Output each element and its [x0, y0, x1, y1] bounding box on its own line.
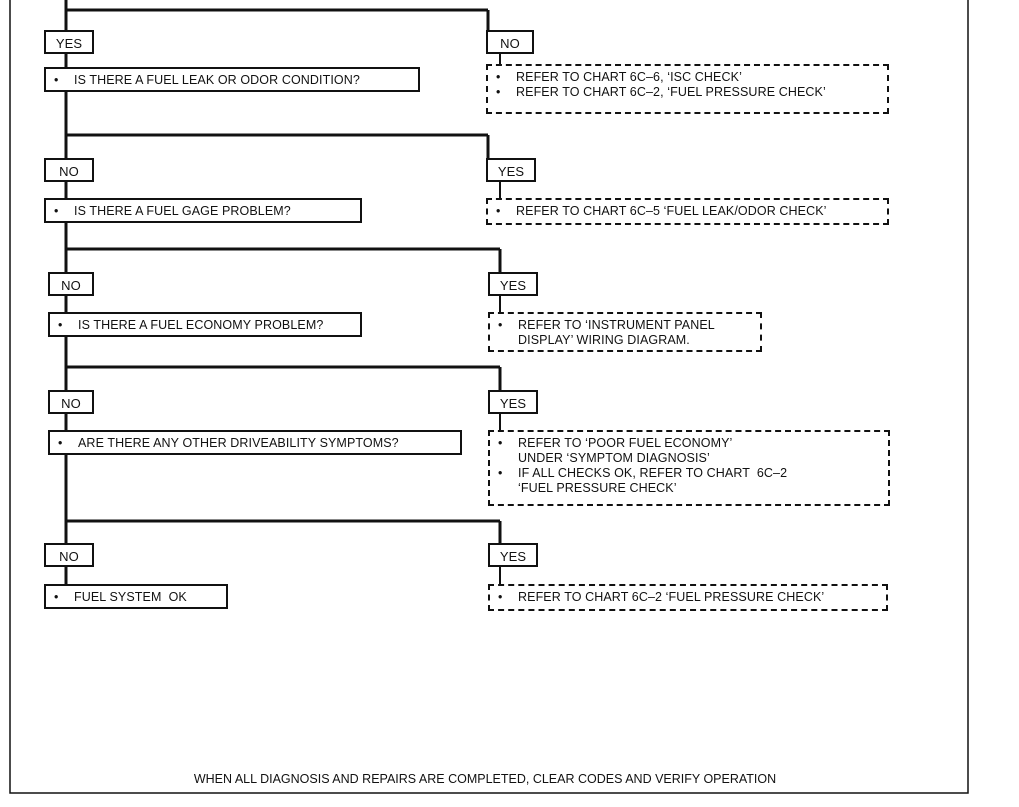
- bullet: •: [498, 318, 503, 332]
- result-fuel-system-ok: • FUEL SYSTEM OK: [44, 584, 228, 609]
- yes-label: YES: [488, 543, 538, 567]
- bullet: •: [496, 70, 501, 84]
- question-text: IS THERE A FUEL ECONOMY PROBLEM?: [78, 318, 324, 332]
- refer-text: REFER TO CHART 6C–2 ‘FUEL PRESSURE CHECK…: [518, 590, 825, 604]
- question-fuel-leak: • IS THERE A FUEL LEAK OR ODOR CONDITION?: [44, 67, 420, 92]
- question-text: ARE THERE ANY OTHER DRIVEABILITY SYMPTOM…: [78, 436, 399, 450]
- yes-label: YES: [44, 30, 94, 54]
- yes-label: YES: [488, 272, 538, 296]
- no-label: NO: [44, 158, 94, 182]
- bullet: •: [54, 73, 59, 87]
- refer-box-4: • REFER TO ‘POOR FUEL ECONOMY’ UNDER ‘SYM…: [488, 430, 890, 506]
- refer-text: IF ALL CHECKS OK, REFER TO CHART 6C–2 ‘F…: [518, 466, 788, 495]
- refer-box-3: • REFER TO ‘INSTRUMENT PANEL DISPLAY’ WIR…: [488, 312, 762, 352]
- bullet: •: [54, 204, 59, 218]
- question-text: IS THERE A FUEL LEAK OR ODOR CONDITION?: [74, 73, 360, 87]
- bullet: •: [498, 590, 503, 604]
- footer-note: WHEN ALL DIAGNOSIS AND REPAIRS ARE COMPL…: [193, 772, 777, 786]
- question-driveability: • ARE THERE ANY OTHER DRIVEABILITY SYMPTO…: [48, 430, 462, 455]
- bullet: •: [498, 466, 503, 480]
- no-label: NO: [486, 30, 534, 54]
- yes-label: YES: [488, 390, 538, 414]
- refer-text: REFER TO CHART 6C–5 ‘FUEL LEAK/ODOR CHEC…: [516, 204, 827, 218]
- question-fuel-economy: • IS THERE A FUEL ECONOMY PROBLEM?: [48, 312, 362, 337]
- refer-box-2: • REFER TO CHART 6C–5 ‘FUEL LEAK/ODOR CHE…: [486, 198, 889, 225]
- refer-text: REFER TO ‘POOR FUEL ECONOMY’ UNDER ‘SYMP…: [518, 436, 733, 465]
- bullet: •: [496, 85, 501, 99]
- question-fuel-gage: • IS THERE A FUEL GAGE PROBLEM?: [44, 198, 362, 223]
- yes-label: YES: [486, 158, 536, 182]
- question-text: FUEL SYSTEM OK: [74, 590, 187, 604]
- refer-text: REFER TO CHART 6C–6, ‘ISC CHECK’: [516, 70, 742, 84]
- bullet: •: [498, 436, 503, 450]
- refer-box-1: • REFER TO CHART 6C–6, ‘ISC CHECK’ • REFER…: [486, 64, 889, 114]
- no-label: NO: [48, 390, 94, 414]
- no-label: NO: [48, 272, 94, 296]
- bullet: •: [496, 204, 501, 218]
- refer-text: REFER TO ‘INSTRUMENT PANEL DISPLAY’ WIRI…: [518, 318, 715, 347]
- question-text: IS THERE A FUEL GAGE PROBLEM?: [74, 204, 291, 218]
- refer-box-5: • REFER TO CHART 6C–2 ‘FUEL PRESSURE CHEC…: [488, 584, 888, 611]
- no-label: NO: [44, 543, 94, 567]
- bullet: •: [58, 436, 63, 450]
- bullet: •: [54, 590, 59, 604]
- bullet: •: [58, 318, 63, 332]
- refer-text: REFER TO CHART 6C–2, ‘FUEL PRESSURE CHEC…: [516, 85, 826, 99]
